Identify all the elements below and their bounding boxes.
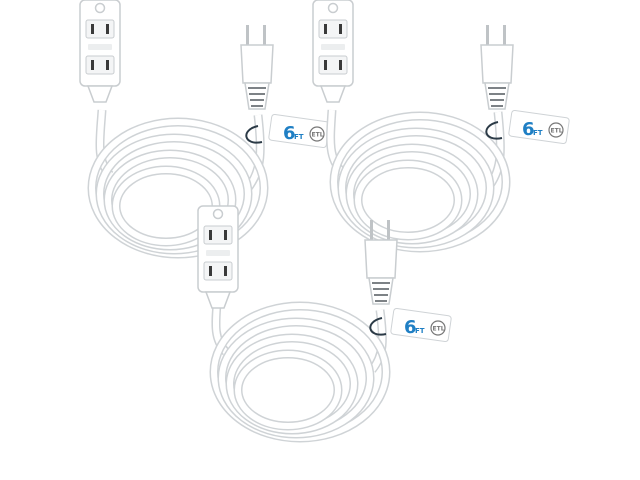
plug-1 — [240, 24, 274, 110]
length-number-3: 6 — [404, 317, 417, 338]
extension-cord-1: 6 FT ETL — [79, 0, 330, 254]
length-unit-3: FT — [415, 327, 425, 335]
outlet-3 — [197, 205, 239, 309]
etl-logo-3 — [430, 320, 446, 336]
cert-mark-3: ETL — [433, 326, 445, 333]
length-tag-3: 6 FT ETL — [369, 307, 452, 343]
outlet-1 — [79, 0, 121, 103]
extension-cord-2: 6 FT ETL — [312, 0, 570, 248]
coiled-cord-3 — [214, 306, 386, 438]
length-number-2: 6 — [522, 119, 535, 140]
extension-cord-3: 6 FT ETL — [197, 205, 452, 438]
cert-mark-1: ETL — [312, 132, 324, 139]
outlet-2 — [312, 0, 354, 103]
plug-2 — [480, 24, 514, 110]
etl-logo-1 — [309, 126, 325, 142]
length-number-1: 6 — [283, 123, 296, 144]
etl-logo-2 — [548, 122, 564, 138]
length-tag-2: 6 FT ETL — [485, 109, 570, 145]
length-unit-2: FT — [533, 129, 543, 137]
coiled-cord-2 — [334, 116, 506, 248]
cert-mark-2: ETL — [551, 128, 563, 135]
length-tag-1: 6 FT ETL — [245, 113, 330, 149]
length-unit-1: FT — [294, 133, 304, 141]
